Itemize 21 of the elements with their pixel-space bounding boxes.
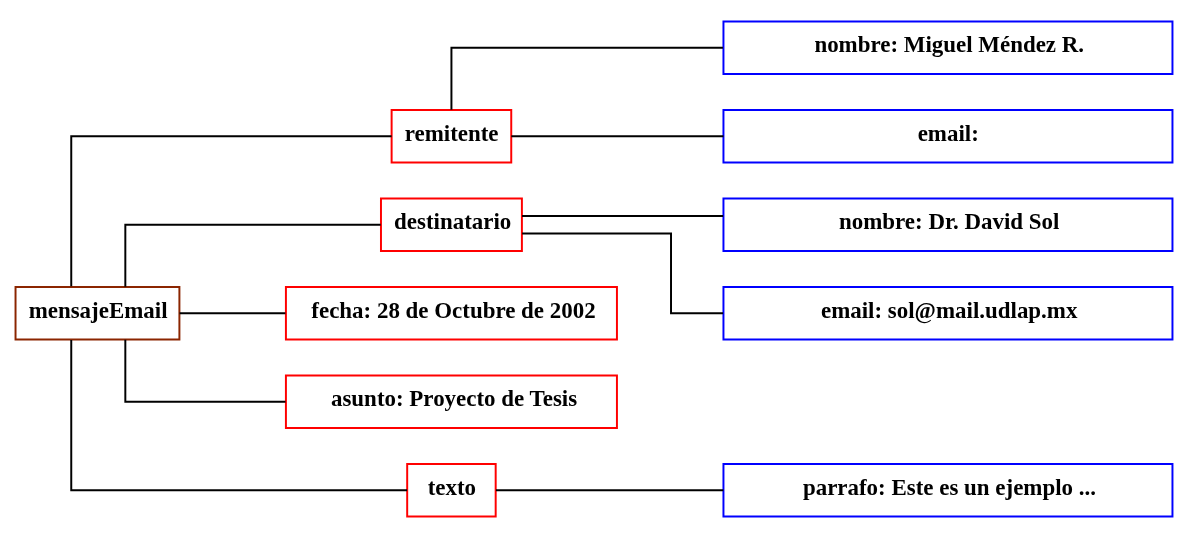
connector: [70, 338, 409, 491]
node-box: fecha: 28 de Octubre de 2002: [284, 285, 618, 340]
node-box: mensajeEmail: [14, 285, 181, 340]
connector: [124, 338, 287, 403]
connector: [510, 134, 725, 137]
connector: [178, 311, 287, 314]
node-box: remitente: [390, 108, 513, 163]
node-box: email: sol@mail.udlap.mx: [722, 285, 1174, 340]
node-box: nombre: Dr. David Sol: [722, 197, 1174, 252]
connector: [70, 134, 393, 287]
node-box: nombre: Miguel Méndez R.: [722, 20, 1174, 75]
node-box: texto: [406, 462, 497, 517]
connector: [521, 232, 725, 314]
node-box: destinatario: [380, 197, 523, 252]
connector: [521, 214, 725, 217]
node-box: asunto: Proyecto de Tesis: [284, 374, 618, 429]
connector: [124, 223, 382, 288]
connector: [494, 488, 725, 491]
connector: [450, 46, 724, 111]
node-box: parrafo: Este es un ejemplo ...: [722, 462, 1174, 517]
node-box: email:: [722, 108, 1174, 163]
